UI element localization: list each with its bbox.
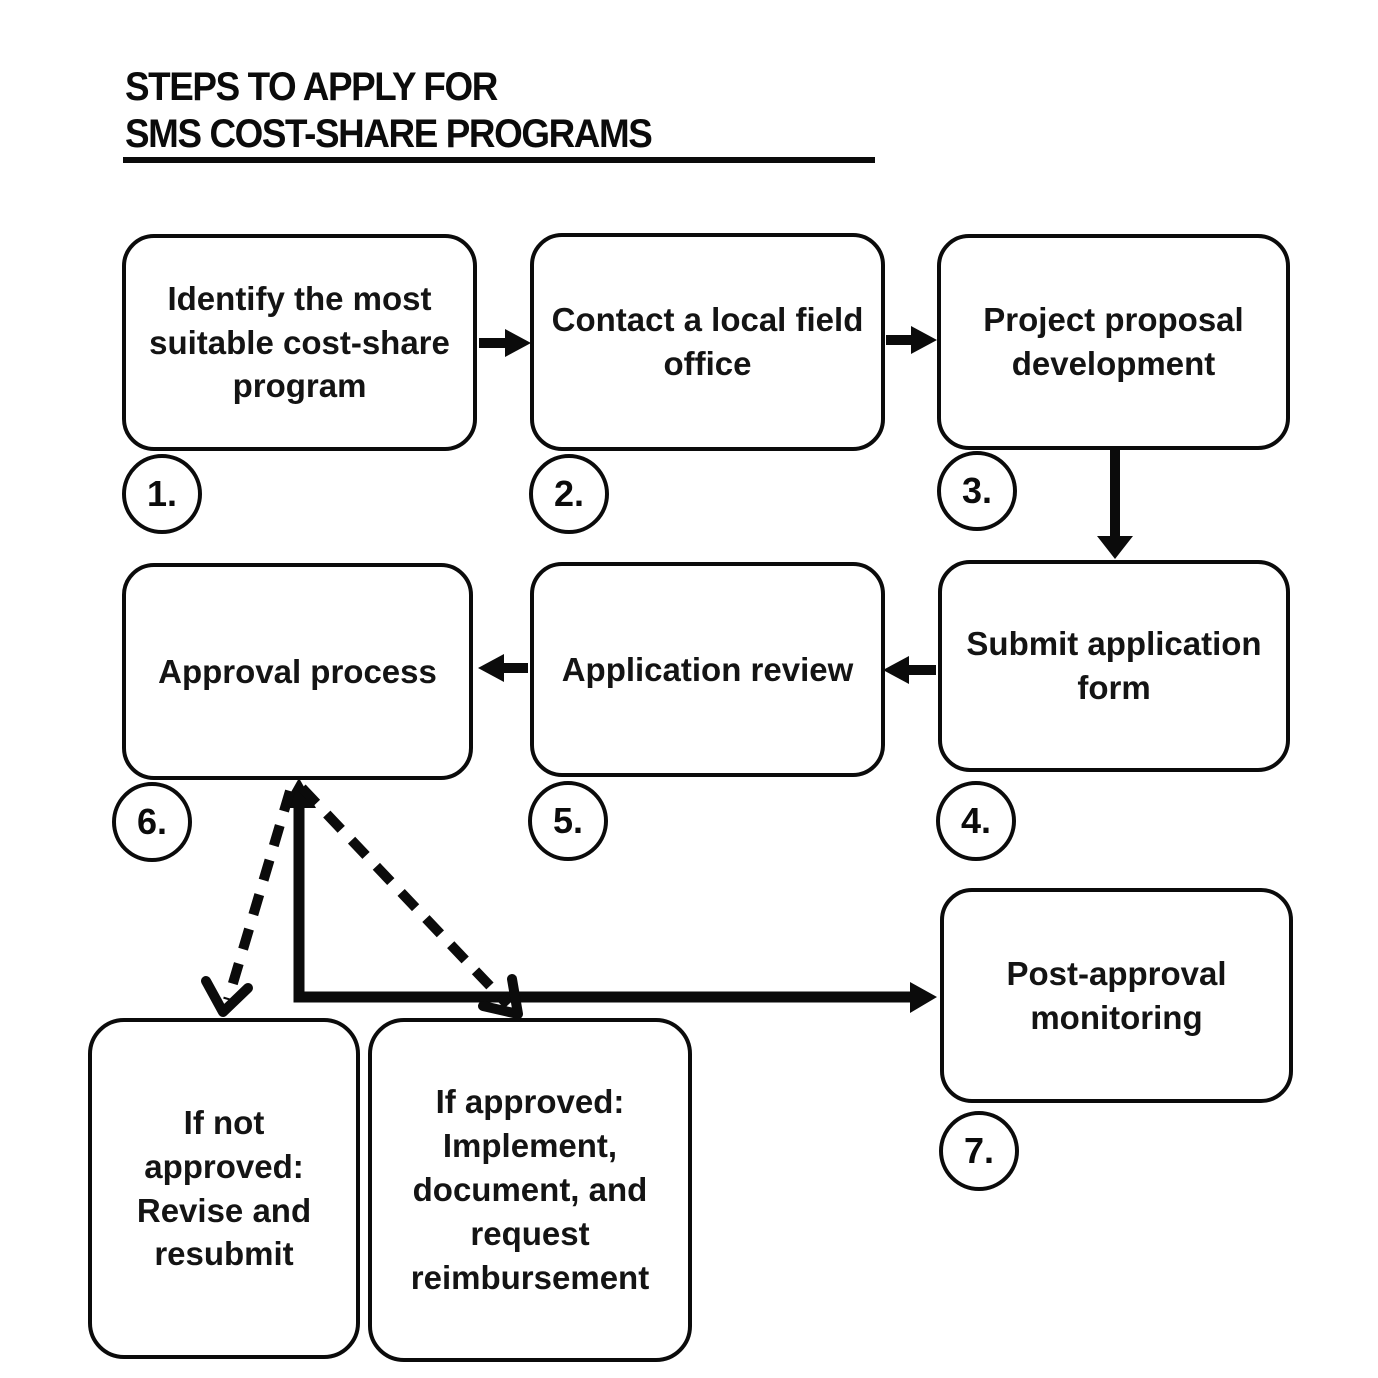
step-box-1: Identify the most suitable cost-share pr… [122,234,477,451]
step-box-4: Submit application form [938,560,1290,772]
arrow-step6-to-step7 [293,806,916,1003]
outcome-label-approved: If approved: Implement, document, and re… [410,1083,650,1296]
outcome-label-not-approved: If not approved: Revise and resubmit [136,1103,312,1273]
step-number-3: 3. [961,470,993,511]
step-number-badge-7: 7. [939,1111,1019,1191]
step-label-5: Application review [561,650,854,688]
step-box-2: Contact a local field office [530,233,885,451]
step-number-badge-2: 2. [529,454,609,534]
page-title-line1: STEPS TO APPLY FOR [125,65,498,109]
outcome-box-approved: If approved: Implement, document, and re… [368,1018,692,1362]
step-number-badge-5: 5. [528,781,608,861]
arrowhead-not-approved [201,976,253,1017]
step-number-1: 1. [146,473,178,514]
step-label-6: Approval process [158,652,437,690]
step-label-4: Submit application form [966,625,1262,706]
outcome-box-not-approved: If not approved: Revise and resubmit [88,1018,360,1359]
arrowhead-step4-to-step5 [883,656,909,684]
arrowhead-approved [478,974,523,1019]
arrowhead-step1-to-step2 [505,329,531,357]
step-number-badge-1: 1. [122,454,202,534]
dashed-arrow-step6-to-not-approved [223,789,295,1002]
step-label-2: Contact a local field office [551,301,864,382]
step-label-3: Project proposal development [983,301,1244,382]
step-label-7: Post-approval monitoring [1006,954,1227,1036]
step-number-badge-3: 3. [937,451,1017,531]
arrowhead-step2-to-step3 [911,326,937,354]
page-title: STEPS TO APPLY FOR SMS COST-SHARE PROGRA… [125,64,653,158]
step-number-6: 6. [136,801,168,842]
arrowhead-step3-to-step4 [1097,536,1133,559]
step-number-7: 7. [963,1130,995,1171]
step-box-7: Post-approval monitoring [940,888,1293,1103]
step-number-badge-4: 4. [936,781,1016,861]
step-number-4: 4. [960,800,992,841]
arrowhead-into-step6 [282,778,316,808]
step-number-badge-6: 6. [112,782,192,862]
step-box-6: Approval process [122,563,473,780]
arrowhead-step6-to-step7 [910,982,937,1013]
arrowhead-step5-to-step6 [478,654,504,682]
page-title-line2: SMS COST-SHARE PROGRAMS [125,112,653,156]
step-number-2: 2. [553,473,585,514]
dashed-arrow-step6-to-approved [298,784,512,1009]
step-label-1: Identify the most suitable cost-share pr… [149,279,450,405]
step-box-3: Project proposal development [937,234,1290,450]
step-box-5: Application review [530,562,885,777]
title-underline [123,157,875,163]
step-number-5: 5. [552,800,584,841]
